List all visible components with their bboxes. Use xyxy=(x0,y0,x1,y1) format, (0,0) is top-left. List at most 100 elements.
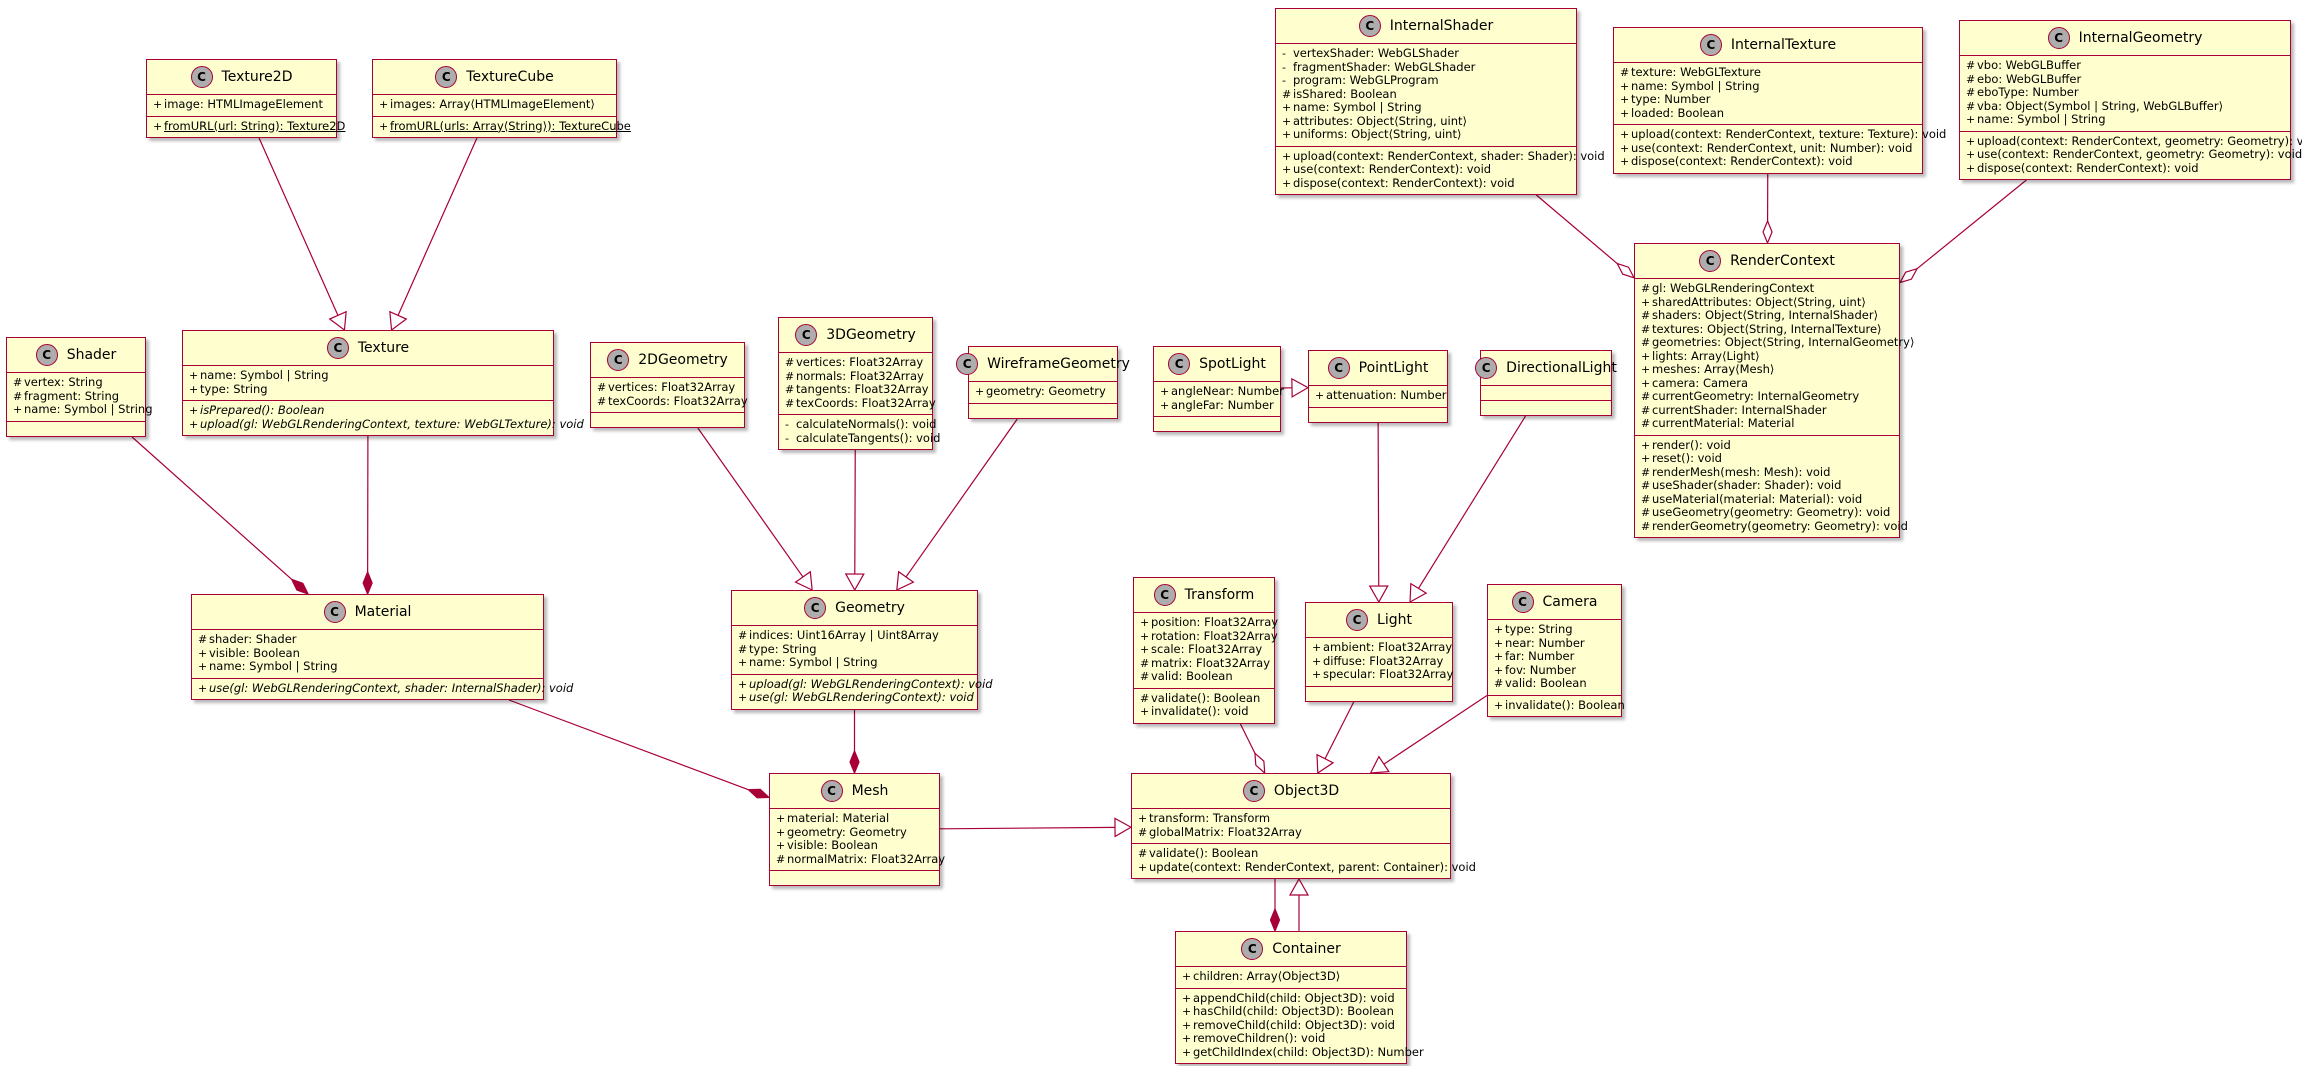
class-name: Material xyxy=(354,604,412,620)
attribute-text: type: String xyxy=(1505,622,1573,636)
visibility-marker: + xyxy=(1312,654,1322,668)
attribute-row: +loaded: Boolean xyxy=(1620,106,1916,121)
visibility-marker: + xyxy=(1966,113,1976,126)
attribute-row: +position: Float32Array xyxy=(1140,616,1278,630)
attribute-text: currentShader: InternalShader xyxy=(1652,402,1827,417)
attribute-row: +far: Number xyxy=(1494,650,1615,664)
operation-text: use(context: RenderContext, geometry: Ge… xyxy=(1977,147,2302,161)
class-name: Light xyxy=(1377,612,1412,628)
class-attributes: +position: Float32Array+rotation: Float3… xyxy=(1134,613,1278,689)
visibility-marker: - xyxy=(1282,47,1286,60)
operation-text: calculateNormals(): void xyxy=(796,417,937,431)
class-attributes: +images: Array⟨HTMLImageElement⟩ xyxy=(373,95,616,117)
attribute-row: +angleFar: Number xyxy=(1160,398,1274,413)
attribute-text: fragmentShader: WebGLShader xyxy=(1293,59,1476,74)
visibility-marker: # xyxy=(776,852,786,866)
attribute-row: #tangents: Float32Array xyxy=(785,383,929,397)
attribute-text: type: String xyxy=(749,641,817,656)
class-operations: #validate(): Boolean+invalidate(): void xyxy=(1134,689,1274,723)
operation-text: validate(): Boolean xyxy=(1149,846,1259,860)
class-stereotype-icon: C xyxy=(795,324,818,346)
edge-shader-to-material xyxy=(131,436,293,580)
inheritance-arrowhead xyxy=(1114,817,1133,838)
edge-camera-to-object3-d xyxy=(1383,694,1488,765)
edge-texture-cube-to-texture xyxy=(397,137,478,316)
visibility-marker: + xyxy=(1620,141,1630,155)
visibility-marker: + xyxy=(1182,1032,1192,1045)
visibility-marker: + xyxy=(189,369,199,382)
class-operations: +upload(context: RenderContext, texture:… xyxy=(1614,125,1946,173)
operation-text: upload(gl: WebGLRenderingContext): void xyxy=(749,676,993,691)
attribute-row: -vertexShader: WebGLShader xyxy=(1282,47,1570,61)
operation-row: +dispose(context: RenderContext): void xyxy=(1966,161,2284,176)
attribute-row: #eboType: Number xyxy=(1966,86,2284,100)
attribute-row: +name: Symbol | String xyxy=(1620,79,1916,94)
attribute-text: type: String xyxy=(200,381,268,396)
class-attributes: +material: Material+geometry: Geometry+v… xyxy=(770,809,945,871)
visibility-marker: + xyxy=(1282,163,1292,176)
attribute-text: geometries: Object⟨String, InternalGeome… xyxy=(1652,335,1915,349)
edge-material-to-mesh xyxy=(508,699,749,791)
attribute-row: #shader: Shader xyxy=(198,633,537,647)
attribute-row: #currentMaterial: Material xyxy=(1641,417,1893,431)
class-name: Texture2D xyxy=(221,69,293,85)
attribute-text: sharedAttributes: Object⟨String, uint⟩ xyxy=(1652,294,1866,309)
class-stereotype-icon: C xyxy=(190,66,213,88)
class-attributes: #texture: WebGLTexture+name: Symbol | St… xyxy=(1614,63,1922,125)
class-stereotype-icon: C xyxy=(1241,938,1264,960)
attribute-text: texCoords: Float32Array xyxy=(796,395,936,410)
visibility-marker: + xyxy=(776,839,786,852)
class-stereotype-icon: C xyxy=(1168,353,1191,375)
class-name: InternalTexture xyxy=(1730,37,1837,53)
visibility-marker: + xyxy=(1641,376,1651,390)
attribute-row: #vertices: Float32Array xyxy=(785,356,926,370)
attribute-text: near: Number xyxy=(1505,635,1585,650)
attribute-text: type: Number xyxy=(1631,92,1711,106)
visibility-marker: + xyxy=(1140,616,1150,629)
visibility-marker: + xyxy=(1182,991,1192,1005)
attribute-text: geometry: Geometry xyxy=(787,824,907,839)
attribute-text: shader: Shader xyxy=(209,632,297,646)
attribute-row: #ebo: WebGLBuffer xyxy=(1966,72,2284,87)
class-name: InternalShader xyxy=(1389,18,1494,34)
class-operations xyxy=(969,404,1117,418)
visibility-marker: + xyxy=(1494,636,1504,650)
visibility-marker: # xyxy=(1140,656,1150,670)
class-stereotype-icon: C xyxy=(1153,584,1176,606)
class-attributes: #vertices: Float32Array#texCoords: Float… xyxy=(591,378,748,413)
class-name: Object3D xyxy=(1273,783,1340,799)
attribute-text: meshes: Array⟨Mesh⟩ xyxy=(1652,362,1775,376)
class-stereotype-icon: C xyxy=(1242,780,1265,802)
class-name: TextureCube xyxy=(466,69,554,85)
visibility-marker: + xyxy=(1966,134,1976,148)
inheritance-arrowhead xyxy=(1288,877,1310,896)
attribute-row: +angleNear: Number xyxy=(1160,385,1284,399)
attribute-text: images: Array⟨HTMLImageElement⟩ xyxy=(390,97,595,111)
operation-text: isPrepared(): Boolean xyxy=(200,403,325,417)
operation-text: useMaterial(material: Material): void xyxy=(1652,491,1863,506)
